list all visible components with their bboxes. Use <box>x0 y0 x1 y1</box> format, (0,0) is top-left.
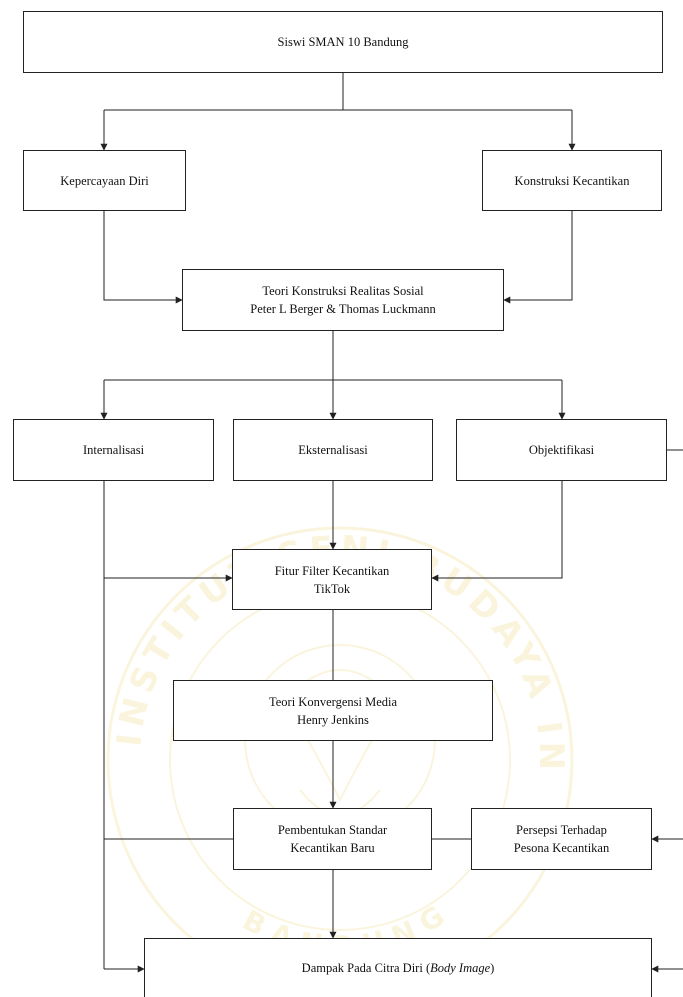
node-fitur-filter-line2: TikTok <box>313 581 351 596</box>
node-dampak-suffix: ) <box>490 961 495 975</box>
arrow-konstruksi-to-teori <box>503 211 573 304</box>
node-teori-konvergensi-line1: Teori Konvergensi Media <box>268 694 398 709</box>
node-teori-konvergensi-line2: Henry Jenkins <box>297 712 369 727</box>
node-kepercayaan-diri: Kepercayaan Diri <box>23 150 186 211</box>
node-teori-konstruksi-line1: Teori Konstruksi Realitas Sosial <box>262 284 424 298</box>
node-siswi-label: Siswi SMAN 10 Bandung <box>277 35 409 49</box>
node-fitur-filter-line1: Fitur Filter Kecantikan <box>274 563 390 578</box>
node-pembentukan-line2: Kecantikan Baru <box>290 841 375 855</box>
arrow-kepercayaan-to-teori <box>103 211 183 304</box>
node-teori-konstruksi: Teori Konstruksi Realitas Sosial Peter L… <box>182 269 504 331</box>
node-internalisasi-label: Internalisasi <box>82 443 145 457</box>
node-objektifikasi-label: Objektifikasi <box>528 443 595 457</box>
node-dampak: Dampak Pada Citra Diri (Body Image) <box>144 938 652 997</box>
node-eksternalisasi: Eksternalisasi <box>233 419 433 481</box>
node-fitur-filter: Fitur Filter Kecantikan TikTok <box>232 549 432 610</box>
node-persepsi-line2: Pesona Kecantikan <box>513 841 610 855</box>
node-kepercayaan-diri-label: Kepercayaan Diri <box>60 173 149 188</box>
node-objektifikasi: Objektifikasi <box>456 419 667 481</box>
node-dampak-label: Dampak Pada Citra Diri (Body Image) <box>302 959 495 977</box>
node-pembentukan-standar: Pembentukan Standar Kecantikan Baru <box>233 808 432 870</box>
node-konstruksi-kecantikan-label: Konstruksi Kecantikan <box>514 173 630 188</box>
node-dampak-italic: Body Image <box>430 961 491 975</box>
node-dampak-prefix: Dampak Pada Citra Diri ( <box>301 961 431 975</box>
node-persepsi-line1: Persepsi Terhadap <box>516 823 607 837</box>
node-eksternalisasi-label: Eksternalisasi <box>298 443 368 457</box>
node-siswi: Siswi SMAN 10 Bandung <box>23 11 663 73</box>
node-persepsi: Persepsi Terhadap Pesona Kecantikan <box>471 808 652 870</box>
node-teori-konvergensi: Teori Konvergensi Media Henry Jenkins <box>173 680 493 741</box>
node-internalisasi: Internalisasi <box>13 419 214 481</box>
node-teori-konstruksi-line2: Peter L Berger & Thomas Luckmann <box>250 302 436 316</box>
node-pembentukan-line1: Pembentukan Standar <box>277 823 388 837</box>
arrow-objektifikasi-to-fitur <box>431 481 563 582</box>
node-konstruksi-kecantikan: Konstruksi Kecantikan <box>482 150 662 211</box>
